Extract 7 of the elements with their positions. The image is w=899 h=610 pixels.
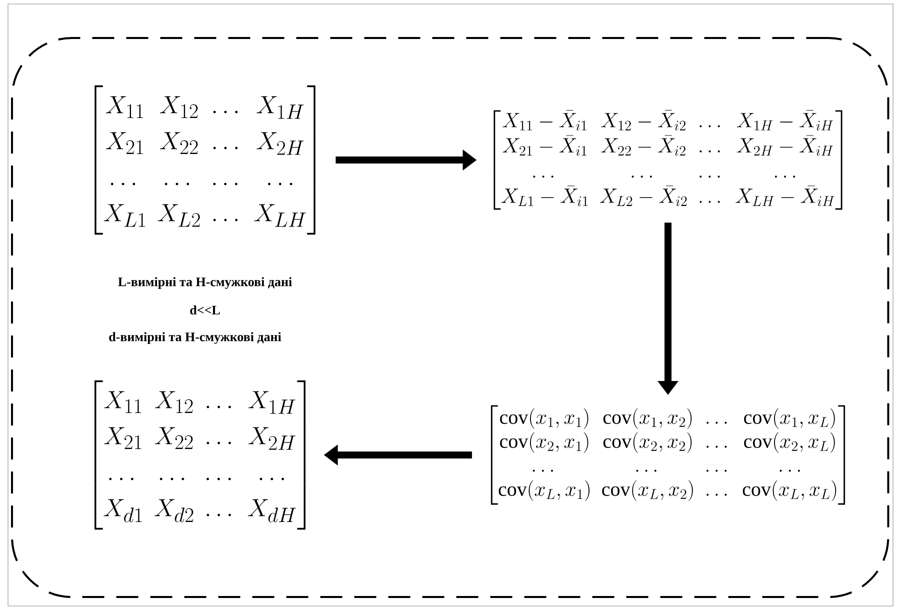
matrix: $\begin{bmatrix} X_{11} & X_{12} & \dots & X_{1H} \\ X_{21} & X_{22} & \dots & X_{2H} \\ \dots & \dots & \dots & \dots \\ X_{L1} & X_{L2} & \dots & X_{LH} \end{bmatrix}$ [94,85,316,235]
matrix: $\begin{bmatrix} \mathrm{cov}(x_1,x_1) & \mathrm{cov}(x_1,x_2) & \dots & \mathrm{cov}(x_1,x_L) \\ \mathrm{cov}(x_2,x_1) & \mathrm{cov}(x_2,x_2) & \dots & \mathrm{cov}(x_2,x_L) \\ \dots & \dots & \dots & \dots \\ \mathrm{cov}(x_L,x_1) & \mathrm{cov}(x_L,x_2) & \dots & \mathrm{cov}(x_L,x_L) \end{bmatrix}$ [490,405,846,505]
caption-text: d-вимірні та H-смужкові дані [109,332,282,344]
matrix: $\begin{bmatrix} X_{11} & X_{12} & \dots & X_{1H} \\ X_{21} & X_{22} & \dots & X_{2H} \\ \dots & \dots & \dots & \dots \\ X_{d1} & X_{d2} & \dots & X_{dH} \end{bmatrix}$ [94,380,306,530]
caption-text: L-вимірні та H-смужкові дані [118,277,292,289]
matrix: $\begin{bmatrix} X_{11}-\bar{X}_{i1} & X_{12}-\bar{X}_{i2} & \dots & X_{1H}-\bar{X}_{iH} \\ X_{21}-\bar{X}_{i1} & X_{22}-\bar{X}_{i2} & \dots & X_{2H}-\bar{X}_{iH} \\ \dots & \dots & \dots & \dots \\ X_{L1}-\bar{X}_{i1} & X_{L2}-\bar{X}_{i2} & \dots & X_{LH}-\bar{X}_{iH} \end{bmatrix}$ [494,110,842,210]
caption-text: d<<L [190,305,220,315]
